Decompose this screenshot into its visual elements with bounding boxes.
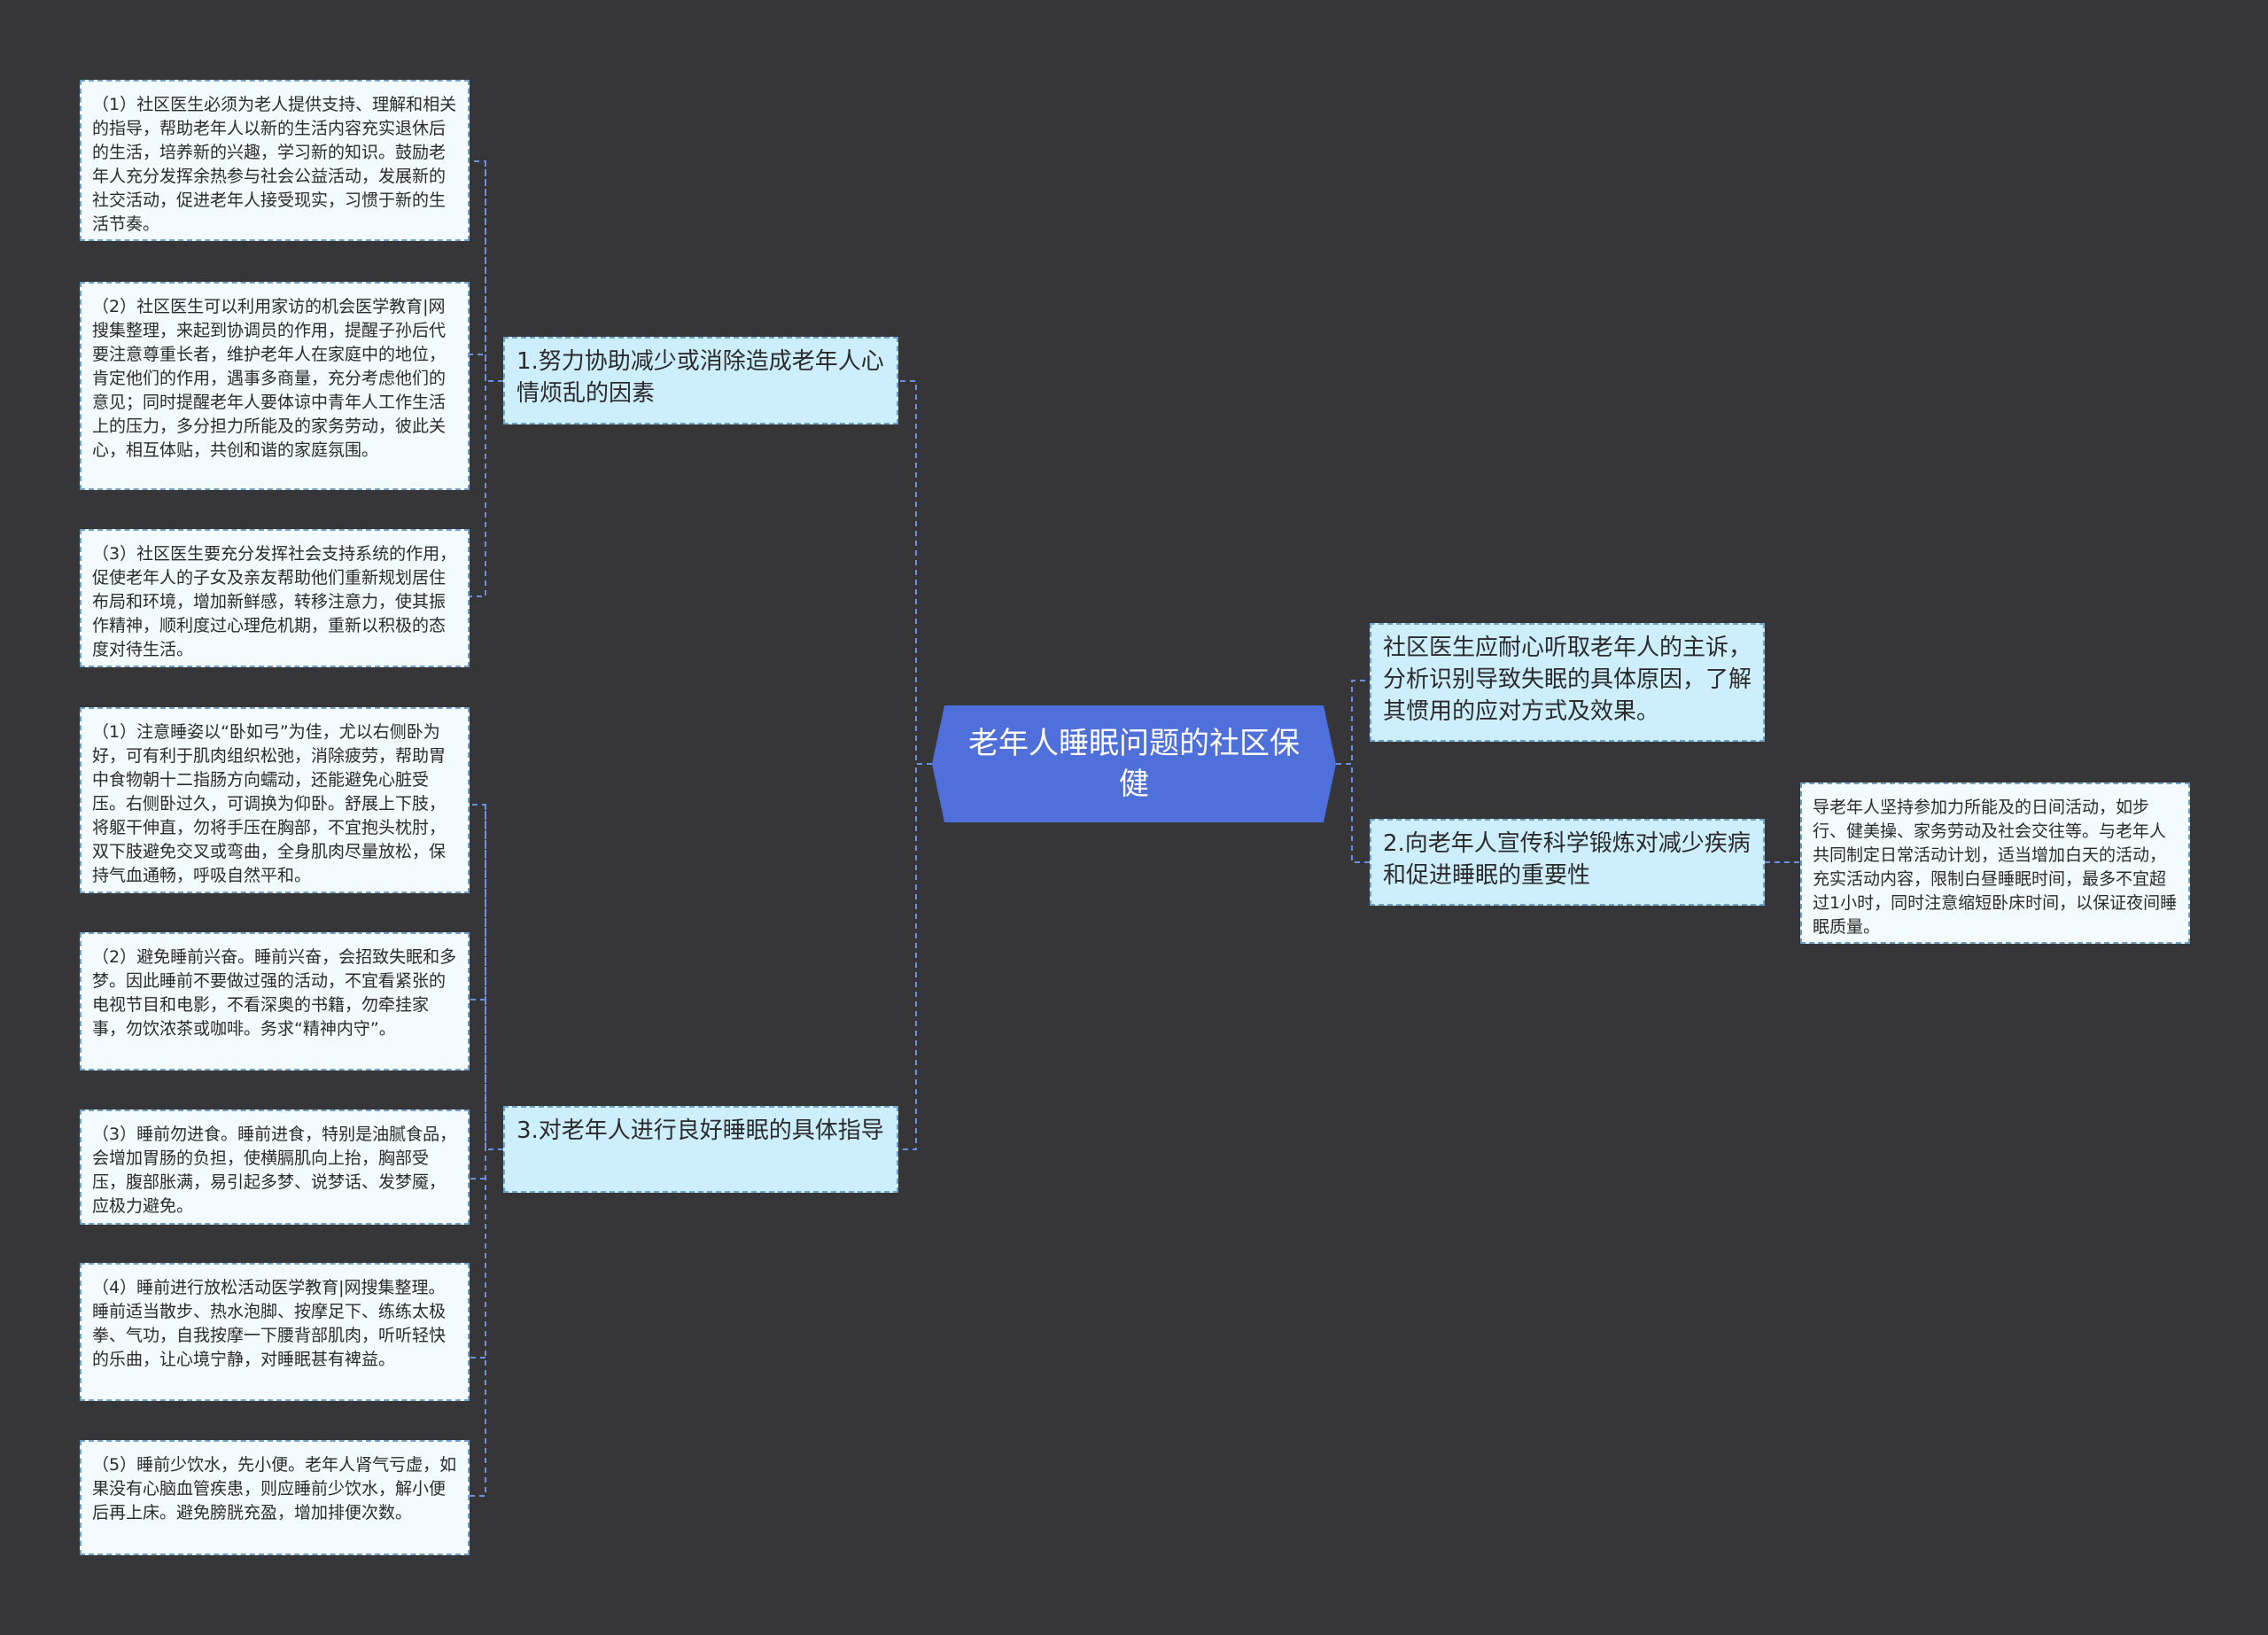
branch-right-1-label: 社区医生应耐心听取老年人的主诉，分析识别导致失眠的具体原因，了解其惯用的应对方式… bbox=[1383, 635, 1752, 725]
branch-3[interactable]: 3.对老年人进行良好睡眠的具体指导 bbox=[503, 1106, 898, 1193]
connector-branch-3-to-leaves bbox=[470, 804, 503, 1497]
leaf-1-1[interactable]: （1）社区医生必须为老人提供支持、理解和相关的指导，帮助老年人以新的生活内容充实… bbox=[80, 80, 470, 241]
leaf-3-2[interactable]: （2）避免睡前兴奋。睡前兴奋，会招致失眠和多梦。因此睡前不要做过强的活动，不宜看… bbox=[80, 932, 470, 1071]
leaf-3-4[interactable]: （4）睡前进行放松活动医学教育|网搜集整理。睡前适当散步、热水泡脚、按摩足下、练… bbox=[80, 1263, 470, 1401]
central-topic[interactable]: 老年人睡眠问题的社区保健 bbox=[932, 705, 1336, 822]
connector-root-to-branch-1 bbox=[898, 380, 932, 765]
leaf-1-3-text: （3）社区医生要充分发挥社会支持系统的作用，促使老年人的子女及亲友帮助他们重新规… bbox=[92, 544, 457, 659]
branch-2[interactable]: 2.向老年人宣传科学锻炼对减少疾病和促进睡眠的重要性 bbox=[1370, 819, 1765, 906]
leaf-3-4-text: （4）睡前进行放松活动医学教育|网搜集整理。睡前适当散步、热水泡脚、按摩足下、练… bbox=[92, 1278, 447, 1369]
connector-root-to-branch-3 bbox=[898, 763, 932, 1150]
leaf-1-3[interactable]: （3）社区医生要充分发挥社会支持系统的作用，促使老年人的子女及亲友帮助他们重新规… bbox=[80, 529, 470, 667]
leaf-3-5[interactable]: （5）睡前少饮水，先小便。老年人肾气亏虚，如果没有心脑血管疾患，则应睡前少饮水，… bbox=[80, 1440, 470, 1555]
branch-right-1[interactable]: 社区医生应耐心听取老年人的主诉，分析识别导致失眠的具体原因，了解其惯用的应对方式… bbox=[1370, 623, 1765, 742]
connector-root-to-branch-2 bbox=[1336, 763, 1370, 863]
leaf-3-2-text: （2）避免睡前兴奋。睡前兴奋，会招致失眠和多梦。因此睡前不要做过强的活动，不宜看… bbox=[92, 947, 457, 1039]
leaf-1-2-text: （2）社区医生可以利用家访的机会医学教育|网搜集整理，来起到协调员的作用，提醒子… bbox=[92, 297, 447, 460]
leaf-3-1[interactable]: （1）注意睡姿以“卧如弓”为佳，尤以右侧卧为好，可有利于肌肉组织松弛，消除疲劳，… bbox=[80, 707, 470, 893]
leaf-3-3[interactable]: （3）睡前勿进食。睡前进食，特别是油腻食品，会增加胃肠的负担，使横膈肌向上抬，胸… bbox=[80, 1109, 470, 1225]
connector-root-to-branch-right-1 bbox=[1336, 680, 1370, 765]
leaf-1-2[interactable]: （2）社区医生可以利用家访的机会医学教育|网搜集整理，来起到协调员的作用，提醒子… bbox=[80, 282, 470, 490]
leaf-3-5-text: （5）睡前少饮水，先小便。老年人肾气亏虚，如果没有心脑血管疾患，则应睡前少饮水，… bbox=[92, 1455, 457, 1522]
leaf-2-1[interactable]: 导老年人坚持参加力所能及的日间活动，如步行、健美操、家务劳动及社会交往等。与老年… bbox=[1800, 782, 2190, 944]
branch-1[interactable]: 1.努力协助减少或消除造成老年人心情烦乱的因素 bbox=[503, 337, 898, 424]
leaf-1-1-text: （1）社区医生必须为老人提供支持、理解和相关的指导，帮助老年人以新的生活内容充实… bbox=[92, 95, 457, 234]
leaf-2-1-text: 导老年人坚持参加力所能及的日间活动，如步行、健美操、家务劳动及社会交往等。与老年… bbox=[1813, 798, 2178, 937]
leaf-3-1-text: （1）注意睡姿以“卧如弓”为佳，尤以右侧卧为好，可有利于肌肉组织松弛，消除疲劳，… bbox=[92, 722, 447, 885]
branch-2-label: 2.向老年人宣传科学锻炼对减少疾病和促进睡眠的重要性 bbox=[1383, 830, 1751, 889]
leaf-3-3-text: （3）睡前勿进食。睡前进食，特别是油腻食品，会增加胃肠的负担，使横膈肌向上抬，胸… bbox=[92, 1125, 457, 1216]
branch-1-label: 1.努力协助减少或消除造成老年人心情烦乱的因素 bbox=[517, 348, 884, 407]
branch-3-label: 3.对老年人进行良好睡眠的具体指导 bbox=[517, 1117, 884, 1144]
connector-branch-1-to-leaves bbox=[470, 160, 503, 597]
central-topic-label: 老年人睡眠问题的社区保健 bbox=[968, 726, 1300, 802]
